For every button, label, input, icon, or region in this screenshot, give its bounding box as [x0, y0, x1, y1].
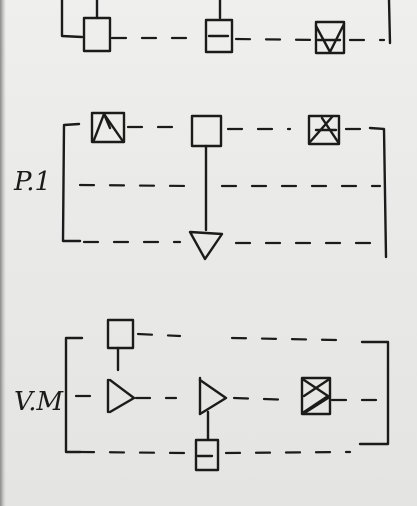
top-square-triangle-symbol [314, 20, 346, 55]
top-dashed-line [110, 36, 386, 42]
vm-square-triangle-symbol-right [300, 376, 332, 416]
vm-dashed-row-bottom [78, 450, 352, 455]
section-p1: P.1 [13, 111, 388, 261]
vm-square-symbol-bottom [194, 438, 220, 472]
p1-label: P.1 [13, 167, 51, 197]
p1-triangle-symbol-bottom [188, 230, 224, 261]
vm-bracket-left [64, 336, 84, 454]
p1-bracket-left [61, 122, 82, 243]
paper-edge-shadow [0, 0, 6, 506]
top-square-symbol [82, 0, 112, 53]
p1-square-symbol-center [190, 114, 223, 148]
vm-triangle-symbol-left [106, 378, 136, 414]
section-vm: V.M [14, 318, 390, 472]
section-top [60, 0, 392, 55]
p1-dashed-row-middle [78, 183, 382, 188]
p1-dashed-row-top [126, 125, 370, 131]
top-bracket-right [387, 0, 392, 45]
top-bracket-left [60, 0, 84, 39]
vm-square-symbol-top [106, 318, 135, 350]
vm-dashed-row-top [136, 332, 338, 342]
p1-bracket-right [368, 126, 388, 259]
p1-square-triangle-symbol-right [307, 114, 341, 146]
p1-square-triangle-symbol-left [90, 111, 126, 144]
top-square-symbol-2 [204, 0, 234, 54]
vm-triangle-symbol-center [198, 376, 228, 416]
vm-bracket-right [358, 340, 390, 446]
vm-label: V.M [14, 387, 64, 417]
p1-dashed-row-bottom [82, 240, 382, 245]
vm-dashed-row-middle [74, 394, 384, 402]
